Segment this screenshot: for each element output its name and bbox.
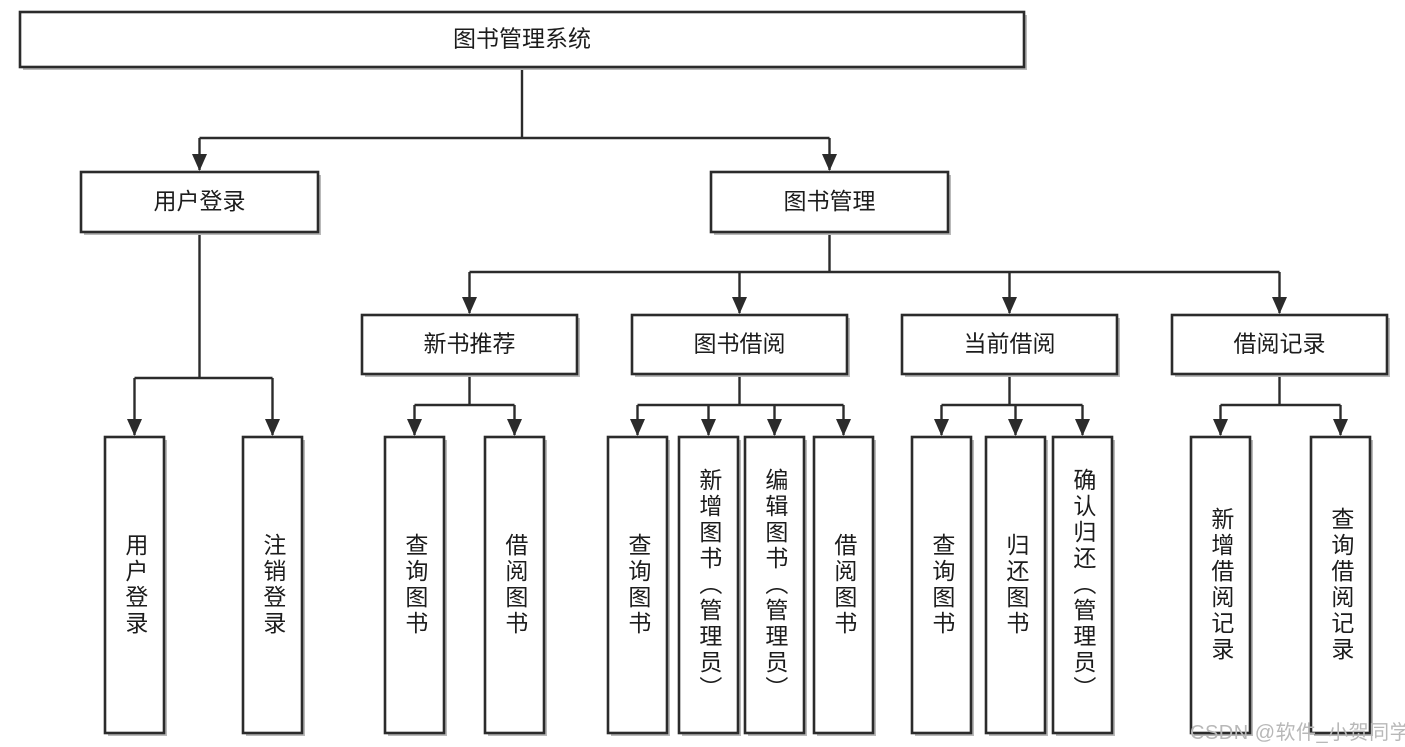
node-label-book-manage: 图书管理 — [784, 188, 876, 214]
node-label-leaf-confirm-return-admin: 确认归还（管理员） — [1069, 468, 1096, 702]
node-label-book-borrow: 图书借阅 — [694, 331, 786, 357]
node-box-root[interactable] — [18, 10, 1026, 69]
node-label-root: 图书管理系统 — [453, 26, 591, 52]
node-label-leaf-borrow-book-1: 借阅图书 — [501, 533, 528, 637]
node-label-current-borrow: 当前借阅 — [964, 331, 1056, 357]
node-box-leaf-user-logout[interactable]: 注销登录 — [243, 437, 302, 733]
node-box-leaf-confirm-return-admin[interactable]: 确认归还（管理员） — [1053, 437, 1112, 733]
node-box-leaf-borrow-book-1[interactable]: 借阅图书 — [485, 437, 544, 733]
arrow-head-icon — [836, 419, 851, 436]
node-label-leaf-add-book-admin: 新增图书（管理员） — [695, 468, 722, 702]
arrow-head-icon — [407, 419, 422, 436]
arrow-head-icon — [767, 419, 782, 436]
node-box-book-manage[interactable] — [709, 170, 950, 234]
node-box-leaf-query-borrow-record[interactable]: 查询借阅记录 — [1311, 437, 1370, 733]
node-box-leaf-user-logout[interactable] — [241, 435, 304, 735]
node-box-leaf-user-login[interactable] — [103, 435, 166, 735]
node-label-leaf-query-borrow-record: 查询借阅记录 — [1327, 507, 1354, 663]
node-box-leaf-query-book-3[interactable] — [910, 435, 973, 735]
node-label-leaf-add-borrow-record: 新增借阅记录 — [1207, 507, 1234, 663]
node-label-leaf-user-login: 用户登录 — [121, 533, 148, 637]
arrow-head-icon — [1075, 419, 1090, 436]
node-label-borrow-record: 借阅记录 — [1234, 331, 1326, 357]
node-box-leaf-edit-book-admin[interactable] — [743, 435, 806, 735]
node-box-leaf-query-book-1[interactable]: 查询图书 — [385, 437, 444, 733]
node-box-leaf-add-borrow-record[interactable]: 新增借阅记录 — [1191, 437, 1250, 733]
arrow-head-icon — [934, 419, 949, 436]
node-box-layer — [18, 10, 1390, 736]
arrow-head-icon — [732, 297, 747, 314]
node-label-leaf-query-book-3: 查询图书 — [928, 533, 955, 637]
node-box-leaf-query-book-2[interactable]: 查询图书 — [608, 437, 667, 733]
node-box-leaf-user-login[interactable]: 用户登录 — [105, 437, 164, 733]
arrow-head-icon — [1213, 419, 1228, 436]
node-box-leaf-query-book-1[interactable] — [383, 435, 446, 735]
arrow-head-icon — [462, 297, 477, 314]
node-box-leaf-return-book[interactable]: 归还图书 — [986, 437, 1045, 733]
csdn-watermark: CSDN @软件_小贺同学 — [1190, 722, 1405, 744]
arrow-head-icon — [1002, 297, 1017, 314]
node-box-leaf-add-book-admin[interactable] — [677, 435, 740, 735]
node-box-leaf-query-book-2[interactable] — [606, 435, 669, 735]
connector-layer — [127, 67, 1348, 436]
node-box-leaf-return-book[interactable] — [984, 435, 1047, 735]
node-label-new-book-recommend: 新书推荐 — [424, 331, 516, 357]
arrow-head-icon — [1272, 297, 1287, 314]
node-box-leaf-confirm-return-admin[interactable] — [1051, 435, 1114, 735]
node-label-user-login: 用户登录 — [154, 188, 246, 214]
node-box-leaf-borrow-book-2[interactable]: 借阅图书 — [814, 437, 873, 733]
arrow-head-icon — [507, 419, 522, 436]
node-label-leaf-user-logout: 注销登录 — [259, 533, 286, 637]
arrow-head-icon — [630, 419, 645, 436]
arrow-head-icon — [822, 154, 837, 171]
node-box-leaf-query-book-3[interactable]: 查询图书 — [912, 437, 971, 733]
node-box-leaf-query-borrow-record[interactable] — [1309, 435, 1372, 735]
node-box-leaf-borrow-book-2[interactable] — [812, 435, 875, 735]
node-box-leaf-add-book-admin[interactable]: 新增图书（管理员） — [679, 437, 738, 733]
node-box-new-book-recommend[interactable] — [360, 313, 579, 376]
node-box-current-borrow[interactable] — [900, 313, 1119, 376]
node-box-leaf-edit-book-admin[interactable]: 编辑图书（管理员） — [745, 437, 804, 733]
node-box-book-borrow[interactable] — [630, 313, 849, 376]
node-label-leaf-query-book-1: 查询图书 — [401, 533, 428, 637]
node-box-user-login[interactable] — [79, 170, 320, 234]
node-box-leaf-borrow-book-1[interactable] — [483, 435, 546, 735]
arrow-head-icon — [1333, 419, 1348, 436]
node-label-leaf-return-book: 归还图书 — [1002, 533, 1029, 637]
node-label-leaf-query-book-2: 查询图书 — [624, 533, 651, 637]
arrow-head-icon — [192, 154, 207, 171]
node-box-leaf-add-borrow-record[interactable] — [1189, 435, 1252, 735]
node-label-leaf-edit-book-admin: 编辑图书（管理员） — [761, 468, 788, 702]
arrow-head-icon — [701, 419, 716, 436]
arrow-head-icon — [127, 419, 142, 436]
node-box-borrow-record[interactable] — [1170, 313, 1389, 376]
arrow-head-icon — [265, 419, 280, 436]
node-label-leaf-borrow-book-2: 借阅图书 — [830, 533, 857, 637]
arrow-head-icon — [1008, 419, 1023, 436]
